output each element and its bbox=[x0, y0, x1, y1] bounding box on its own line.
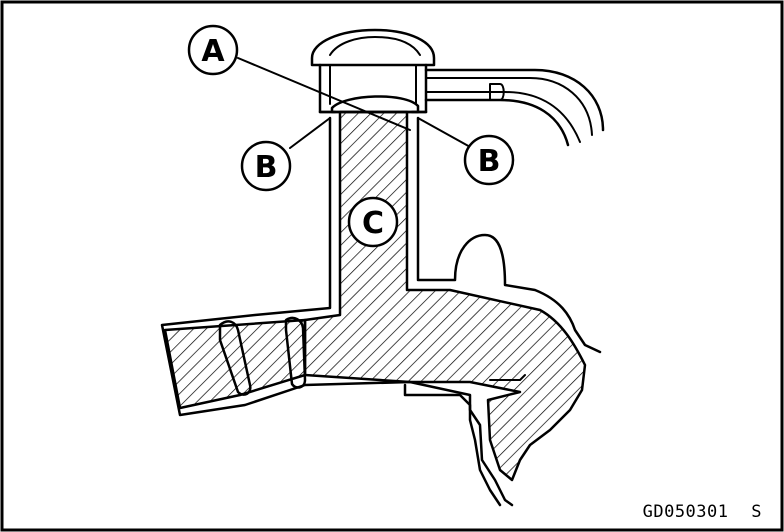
mount-bracket-step bbox=[489, 374, 526, 381]
overflow-hose-wall-1 bbox=[425, 77, 593, 136]
hatched-section-core bbox=[303, 110, 587, 482]
overflow-hose-wall-2 bbox=[425, 91, 581, 143]
callout-a-label: A bbox=[201, 34, 225, 69]
figure-code-suffix: S bbox=[751, 502, 762, 522]
callout-c: C bbox=[347, 196, 399, 248]
callout-b-right-label: B bbox=[478, 144, 501, 179]
callout-a: A bbox=[187, 24, 239, 76]
hose-clamp-2 bbox=[284, 316, 307, 389]
callout-c-label: C bbox=[362, 206, 384, 241]
filler-neck-right-outer bbox=[416, 116, 602, 354]
callout-b-right: B bbox=[463, 134, 515, 186]
overflow-hose-fitting bbox=[489, 83, 505, 101]
callout-b-left-label: B bbox=[255, 150, 278, 185]
hatched-hose-left bbox=[163, 318, 307, 410]
cap-dome bbox=[310, 28, 436, 67]
leader-b-left bbox=[289, 117, 331, 149]
hose-clamp-1 bbox=[218, 320, 252, 396]
valve-disc bbox=[330, 95, 420, 114]
mount-bracket bbox=[403, 383, 502, 507]
leader-a bbox=[237, 57, 411, 131]
overflow-hose-outer bbox=[424, 68, 605, 132]
leader-b-right bbox=[417, 117, 473, 149]
figure-code: GD050301 S bbox=[643, 502, 762, 522]
callout-b-left: B bbox=[240, 140, 292, 192]
figure-code-id: GD050301 bbox=[642, 502, 729, 522]
cap-dome-inner bbox=[329, 36, 421, 56]
